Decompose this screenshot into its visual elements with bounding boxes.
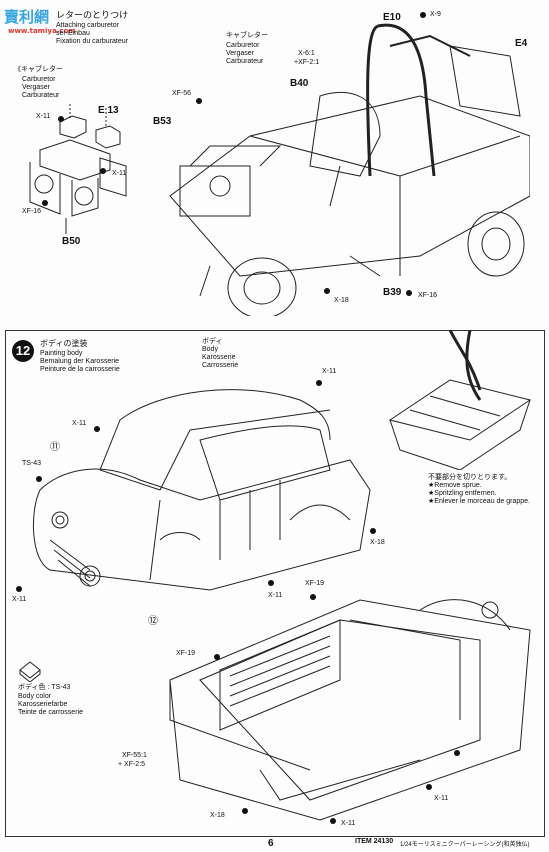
- body-label-jp: ボディ: [202, 338, 223, 345]
- label-b53: B53: [153, 116, 172, 127]
- step11-title-fr: Fixation du carburateur: [56, 38, 128, 45]
- ref-step-11: ⑪: [50, 442, 60, 453]
- label-xf-55-1: XF-55:1: [122, 752, 147, 759]
- paint-dot: [16, 586, 22, 592]
- carburetor-sub-jp: 《キャブレター: [14, 66, 63, 73]
- paint-dot: [426, 784, 432, 790]
- carburetor-jp: キャブレター: [226, 32, 268, 39]
- paint-dot: [316, 380, 322, 386]
- item-number: ITEM 24130: [355, 838, 394, 845]
- label-xf-16-b: XF-16: [418, 292, 438, 299]
- paint-dot: [406, 290, 412, 296]
- paint-dot: [214, 654, 220, 660]
- paint-dot: [196, 98, 202, 104]
- body-label-en: Body: [202, 346, 218, 353]
- label-x-11-a: X-11: [36, 113, 51, 120]
- label-x-11-left: X-11: [72, 420, 87, 427]
- label-e13: E 13: [98, 105, 119, 116]
- body-label-de: Karosserie: [202, 354, 236, 361]
- label-x-11-bottom: X-11: [341, 820, 356, 827]
- label-x-9: X-9: [430, 11, 441, 18]
- step11-title-de: ser-Einbau: [56, 30, 90, 37]
- label-ts-43: TS-43: [22, 460, 42, 467]
- item-description: 1/24モーリスミニクーパーレーシング(和英独仏): [400, 842, 530, 848]
- body-color-jp: ボディ色 : TS-43: [18, 684, 71, 691]
- step12-title-jp: ボディの塗装: [40, 339, 88, 348]
- body-color-de: Karosseriefarbe: [18, 701, 68, 708]
- label-b39: B39: [383, 287, 402, 298]
- step11-title-en: Attaching carburetor: [56, 22, 120, 29]
- watermark-url: www.tamiya.com: [8, 27, 76, 35]
- label-b40: B40: [290, 78, 309, 89]
- body-color-fr: Teinte de carrosserie: [18, 709, 83, 716]
- label-x-11-right: X-11: [434, 795, 449, 802]
- label-xf-2-5: + XF-2:5: [118, 761, 146, 768]
- label-xf-56: XF-56: [172, 90, 192, 97]
- label-x-18-bottom: X-18: [210, 812, 225, 819]
- label-x-18: X-18: [334, 297, 349, 304]
- carburetor-de: Vergaser: [226, 50, 255, 57]
- paint-dot: [454, 750, 460, 756]
- paint-dot: [242, 808, 248, 814]
- watermark-logo: 賣利網: [4, 8, 50, 26]
- step12-title-de: Bemalung der Karosserie: [40, 358, 119, 365]
- body-label-fr: Carrosserie: [202, 362, 239, 369]
- roll-cage-drawing: [388, 330, 532, 470]
- carburetor-subassembly-drawing: [29, 104, 127, 234]
- remove-sprue-de: ★Spritzling entfernen.: [428, 490, 497, 497]
- carburetor-sub-en: Carburetor: [22, 76, 56, 83]
- label-x-6-1: X-6:1: [298, 50, 315, 57]
- label-x-11-top: X-11: [322, 368, 337, 375]
- paint-dot: [36, 476, 42, 482]
- step-12-panel: [5, 330, 545, 837]
- step-12-number-badge: 12: [12, 340, 34, 362]
- label-b50: B50: [62, 236, 81, 247]
- paint-dot: [330, 818, 336, 824]
- body-color-en: Body color: [18, 693, 52, 700]
- interior-tub-drawing: [169, 599, 531, 821]
- paint-dot: [94, 426, 100, 432]
- step11-title-jp: レターのとりつけ: [56, 10, 129, 20]
- paint-dot: [370, 528, 376, 534]
- paint-bottle-icon: [19, 661, 41, 682]
- remove-sprue-jp: 不要部分を切りとります。: [428, 474, 512, 481]
- label-e4: E4: [515, 38, 528, 49]
- remove-sprue-fr: ★Enlever le morceau de grappe.: [428, 498, 530, 505]
- carburetor-fr: Carburateur: [226, 58, 264, 65]
- step12-title-fr: Peinture de la carrosserie: [40, 366, 120, 373]
- label-xf-19-left: XF-19: [176, 650, 196, 657]
- label-x-18-body: X-18: [370, 539, 385, 546]
- paint-dot: [420, 12, 426, 18]
- car-chassis-drawing: [169, 23, 530, 316]
- step12-title-en: Painting body: [40, 350, 83, 357]
- label-xf-16-a: XF-16: [22, 208, 42, 215]
- carburetor-sub-fr: Carburateur: [22, 92, 60, 99]
- paint-dot: [58, 116, 64, 122]
- paint-dot: [310, 594, 316, 600]
- label-e10: E10: [383, 12, 401, 23]
- carburetor-en: Carburetor: [226, 42, 260, 49]
- page-number: 6: [268, 838, 274, 849]
- remove-sprue-en: ★Remove sprue.: [428, 482, 482, 489]
- paint-dot: [324, 288, 330, 294]
- paint-dot: [100, 168, 106, 174]
- paint-dot: [42, 200, 48, 206]
- label-x-11-side: X-11: [268, 592, 283, 599]
- label-x-11-front: X-11: [12, 596, 27, 603]
- label-x-11-b: X-11: [112, 170, 127, 177]
- carburetor-sub-de: Vergaser: [22, 84, 51, 91]
- label-xf-19-top: XF-19: [305, 580, 325, 587]
- ref-step-12: ⑫: [148, 616, 158, 627]
- paint-dot: [268, 580, 274, 586]
- car-body-drawing: [32, 389, 371, 591]
- label-xf-2-1: +XF-2:1: [294, 59, 320, 66]
